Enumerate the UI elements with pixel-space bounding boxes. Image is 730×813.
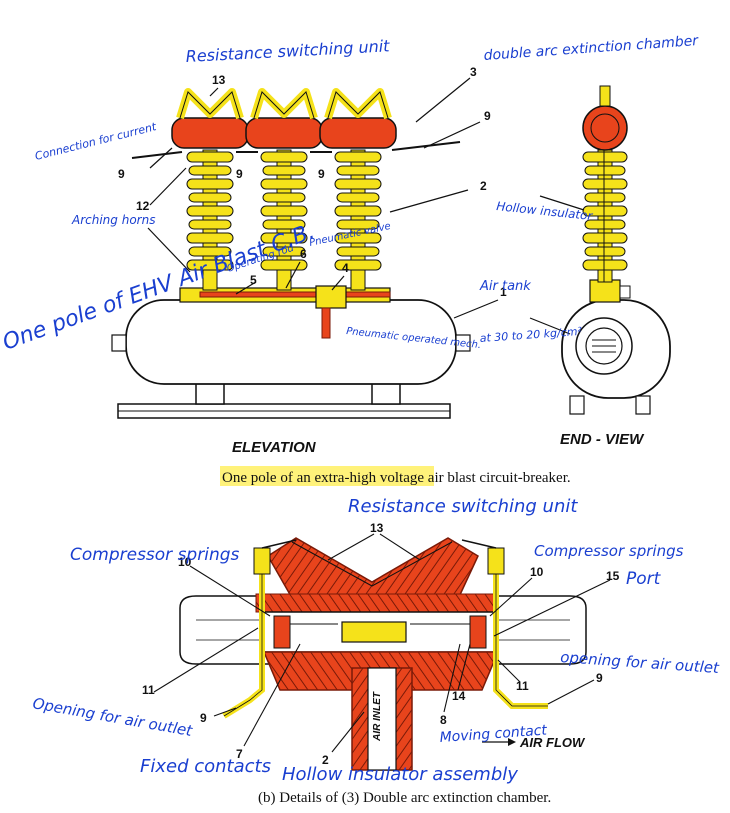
moving-contact-bar (341, 621, 407, 643)
callout-number: 10 (530, 565, 544, 579)
air-flow-label: AIR FLOW (519, 735, 586, 750)
callout-number: 2 (322, 753, 329, 767)
note-double-arc-extinction: double arc extinction chamber (483, 33, 700, 64)
callout-number: 2 (480, 179, 487, 193)
callout-number: 11 (142, 683, 155, 697)
end-view (529, 85, 671, 415)
note-compressor-springs-right: Compressor springs (534, 542, 684, 560)
insulator-column-3 (319, 88, 397, 291)
callout-number: 6 (300, 247, 307, 261)
end-view-label: END - VIEW (560, 431, 645, 448)
elevation-label: ELEVATION (232, 439, 317, 456)
note-opening-left: Opening for air outlet (31, 694, 194, 740)
air-inlet-label: AIR INLET (372, 691, 383, 742)
callout-number: 9 (200, 711, 207, 725)
callout-number: 9 (596, 671, 603, 685)
callout-number: 7 (236, 747, 243, 761)
caption-part-1: One pole (222, 470, 277, 486)
top-caption: One pole of an extra-high voltage air bl… (222, 470, 571, 486)
note-hollow-insulator-assembly: Hollow insulator assembly (282, 764, 518, 785)
callout-number: 4 (342, 261, 349, 275)
caption-highlight (220, 466, 434, 486)
callout-number: 9 (318, 167, 325, 181)
caption-part-4: air blast circuit-breaker. (424, 470, 571, 486)
callout-number: 5 (250, 273, 257, 287)
elevation-callout-numbers: 13 3 9 9 9 9 12 2 1 6 4 5 (118, 65, 507, 299)
detail-callout-numbers: 13 10 10 15 11 11 9 9 7 2 8 14 (142, 521, 620, 767)
note-compressor-springs-left: Compressor springs (70, 545, 240, 565)
operating-rod (199, 291, 391, 298)
insulator-column-1 (171, 88, 249, 291)
note-resistance-switching-unit-detail: Resistance switching unit (348, 496, 578, 517)
callout-number: 9 (236, 167, 243, 181)
insulator-column-2 (245, 88, 323, 291)
callout-number: 3 (470, 65, 477, 79)
extinction-chamber-detail: AIR INLET AIR FLOW (153, 533, 611, 771)
callout-number: 1 (500, 285, 507, 299)
elevation-view (111, 77, 499, 419)
callout-number: 10 (178, 555, 192, 569)
note-arching-horns: Arching horns (71, 213, 155, 227)
caption-part-2: of an (277, 470, 315, 486)
callout-number: 13 (212, 73, 226, 87)
note-moving-contact: Moving contact (439, 723, 548, 746)
note-fixed-contacts: Fixed contacts (140, 756, 271, 777)
note-opening-right: opening for air outlet (560, 648, 721, 677)
callout-number: 11 (516, 679, 529, 693)
callout-number: 14 (452, 689, 466, 703)
callout-number: 15 (606, 569, 620, 583)
note-air-tank: Air tank (479, 279, 531, 294)
note-resistance-switching-unit: Resistance switching unit (185, 36, 390, 66)
callout-number: 12 (136, 199, 150, 213)
callout-number: 8 (440, 713, 447, 727)
note-hollow-insulator: Hollow insulator (496, 199, 594, 223)
note-port: Port (626, 569, 662, 589)
callout-number: 13 (370, 521, 384, 535)
callout-number: 9 (484, 109, 491, 123)
caption-part-3: extra-high voltage (314, 470, 424, 486)
bottom-caption: (b) Details of (3) Double arc extinction… (258, 790, 551, 806)
callout-number: 9 (118, 167, 125, 181)
